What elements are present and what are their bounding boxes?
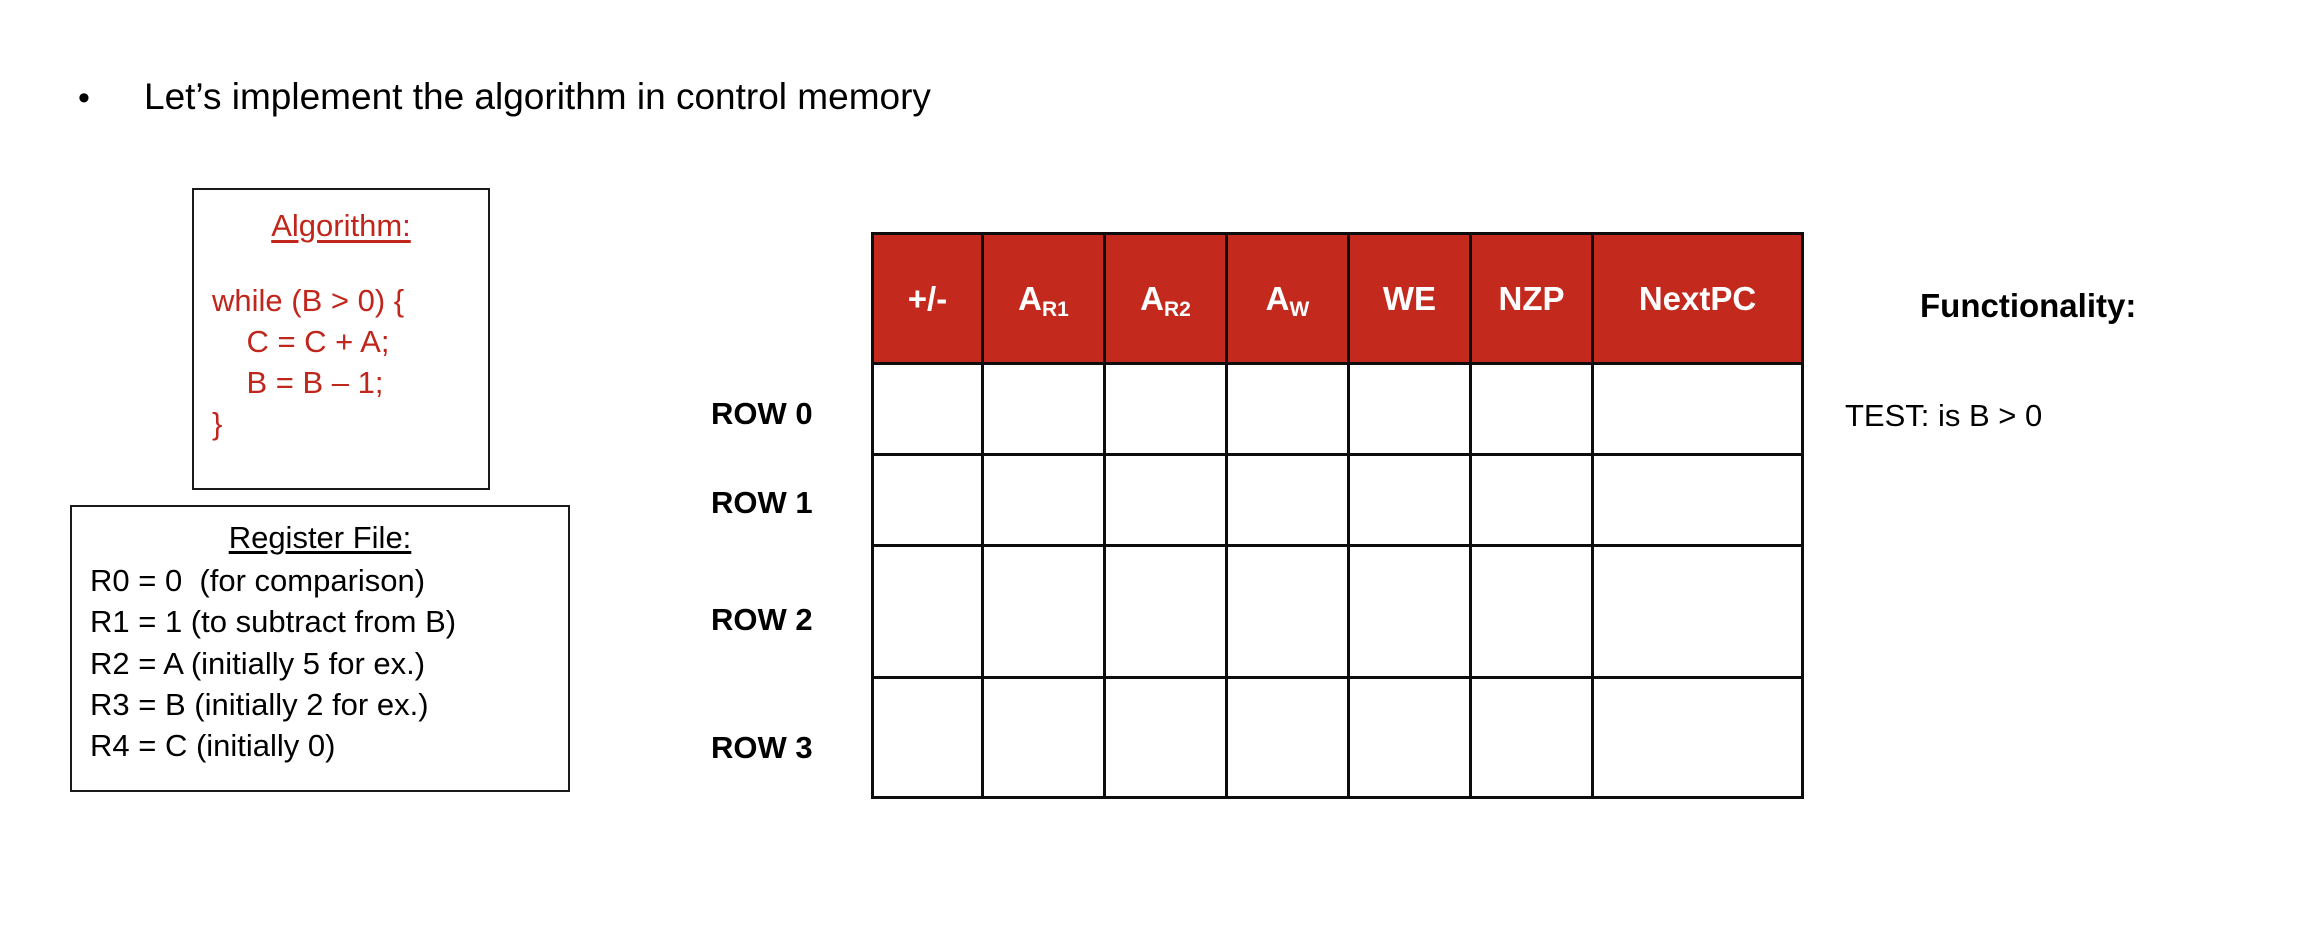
table-row xyxy=(871,362,1804,456)
cell-row1-ar1[interactable] xyxy=(981,453,1106,547)
cell-row0-nextpc[interactable] xyxy=(1591,362,1804,456)
row-label-2: ROW 2 xyxy=(711,602,813,637)
column-header-base: A xyxy=(1018,279,1042,317)
algorithm-box: Algorithm: while (B > 0) { C = C + A; B … xyxy=(192,188,490,490)
register-file-title: Register File: xyxy=(228,520,412,555)
cell-row2-we[interactable] xyxy=(1347,544,1472,679)
column-header-base: NextPC xyxy=(1638,279,1757,317)
cell-row1-plusminus[interactable] xyxy=(871,453,984,547)
column-header-nextpc: NextPC xyxy=(1591,232,1804,365)
cell-row0-we[interactable] xyxy=(1347,362,1472,456)
register-line: R1 = 1 (to subtract from B) xyxy=(90,604,457,640)
table-header-row: +/- AR1 AR2 AW WE NZP NextPC xyxy=(871,232,1804,365)
cell-row2-ar1[interactable] xyxy=(981,544,1106,679)
cell-row0-ar2[interactable] xyxy=(1103,362,1228,456)
cell-row1-we[interactable] xyxy=(1347,453,1472,547)
column-header-nzp: NZP xyxy=(1469,232,1594,365)
table-row xyxy=(871,453,1804,547)
cell-row2-ar2[interactable] xyxy=(1103,544,1228,679)
column-header-sub: R1 xyxy=(1041,297,1069,321)
cell-row0-plusminus[interactable] xyxy=(871,362,984,456)
column-header-ar1: AR1 xyxy=(981,232,1106,365)
cell-row2-aw[interactable] xyxy=(1225,544,1350,679)
register-file-lines: R0 = 0 (for comparison) R1 = 1 (to subtr… xyxy=(72,560,568,766)
row-label-0: ROW 0 xyxy=(711,396,813,431)
column-header-base: WE xyxy=(1382,279,1437,317)
cell-row3-aw[interactable] xyxy=(1225,676,1350,799)
column-header-sub: W xyxy=(1289,297,1310,321)
functionality-heading: Functionality: xyxy=(1920,287,2137,324)
cell-row3-nextpc[interactable] xyxy=(1591,676,1804,799)
functionality-row-0: TEST: is B > 0 xyxy=(1845,398,2043,433)
cell-row1-nzp[interactable] xyxy=(1469,453,1594,547)
column-header-aw: AW xyxy=(1225,232,1350,365)
column-header-base: A xyxy=(1265,279,1290,317)
row-label-1: ROW 1 xyxy=(711,485,813,520)
cell-row1-ar2[interactable] xyxy=(1103,453,1228,547)
column-header-base: +/- xyxy=(907,279,948,317)
cell-row0-nzp[interactable] xyxy=(1469,362,1594,456)
register-line: R2 = A (initially 5 for ex.) xyxy=(90,645,426,681)
column-header-sub: R2 xyxy=(1163,297,1191,321)
table-row xyxy=(871,544,1804,679)
bullet-marker: • xyxy=(78,79,90,117)
table-row xyxy=(871,676,1804,799)
cell-row3-ar2[interactable] xyxy=(1103,676,1228,799)
column-header-base: NZP xyxy=(1498,279,1565,317)
register-line: R0 = 0 (for comparison) xyxy=(90,563,426,599)
bullet-text: Let’s implement the algorithm in control… xyxy=(144,76,931,117)
column-header-we: WE xyxy=(1347,232,1472,365)
register-line: R4 = C (initially 0) xyxy=(90,728,336,764)
control-memory-table: +/- AR1 AR2 AW WE NZP NextPC xyxy=(871,232,1804,799)
cell-row3-we[interactable] xyxy=(1347,676,1472,799)
cell-row1-aw[interactable] xyxy=(1225,453,1350,547)
column-header-plusminus: +/- xyxy=(871,232,984,365)
cell-row3-plusminus[interactable] xyxy=(871,676,984,799)
algorithm-code: while (B > 0) { C = C + A; B = B – 1; } xyxy=(212,282,405,441)
row-label-3: ROW 3 xyxy=(711,730,813,765)
register-file-box: Register File: R0 = 0 (for comparison) R… xyxy=(70,505,570,792)
cell-row0-aw[interactable] xyxy=(1225,362,1350,456)
column-header-base: A xyxy=(1140,279,1164,317)
cell-row2-nextpc[interactable] xyxy=(1591,544,1804,679)
cell-row2-nzp[interactable] xyxy=(1469,544,1594,679)
cell-row3-ar1[interactable] xyxy=(981,676,1106,799)
cell-row0-ar1[interactable] xyxy=(981,362,1106,456)
bullet-line: • Let’s implement the algorithm in contr… xyxy=(78,78,931,115)
cell-row3-nzp[interactable] xyxy=(1469,676,1594,799)
cell-row2-plusminus[interactable] xyxy=(871,544,984,679)
cell-row1-nextpc[interactable] xyxy=(1591,453,1804,547)
algorithm-title: Algorithm: xyxy=(271,208,411,243)
register-line: R3 = B (initially 2 for ex.) xyxy=(90,686,429,722)
column-header-ar2: AR2 xyxy=(1103,232,1228,365)
